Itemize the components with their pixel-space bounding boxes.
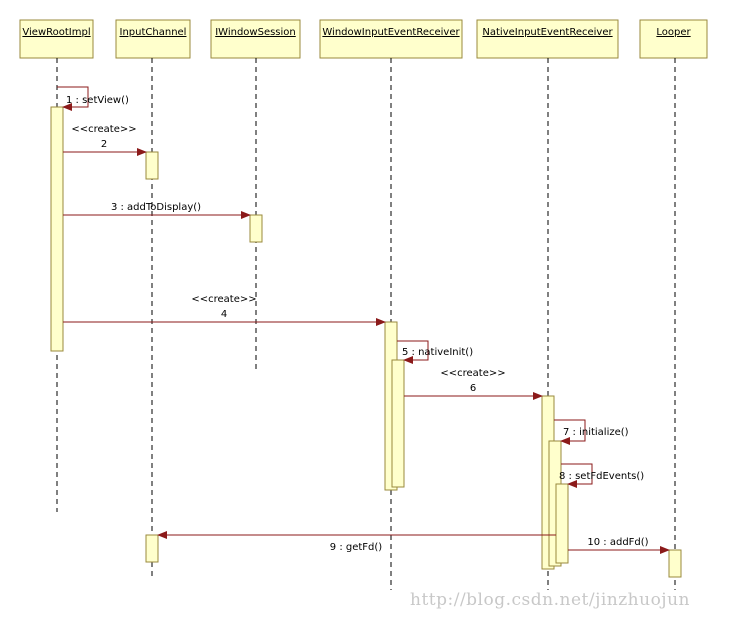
message-stereotype: <<create>> xyxy=(191,294,256,305)
message-label: 1 : setView() xyxy=(66,95,129,106)
message-label: 8 : setFdEvents() xyxy=(559,471,644,482)
message-label: 6 xyxy=(470,383,476,394)
message-8-setfdevents: 8 : setFdEvents() xyxy=(559,463,644,488)
activation-nativeinputeventreceiver-nested-2 xyxy=(555,483,569,564)
participant-label: Looper xyxy=(656,27,691,38)
message-4-create-windowinputeventreceiver: <<create>> 4 xyxy=(63,294,386,326)
message-label: 4 xyxy=(221,309,227,320)
message-label: 5 : nativeInit() xyxy=(402,347,473,358)
message-1-setview: 1 : setView() xyxy=(57,86,129,111)
message-stereotype: <<create>> xyxy=(440,368,505,379)
message-10-addfd: 10 : addFd() xyxy=(568,537,670,554)
message-5-nativeinit: 5 : nativeInit() xyxy=(397,340,473,364)
participant-label: WindowInputEventReceiver xyxy=(322,27,460,38)
message-2-create-inputchannel: <<create>> 2 xyxy=(63,124,147,156)
activation-inputchannel-1 xyxy=(145,151,159,180)
message-stereotype: <<create>> xyxy=(71,124,136,135)
participant-windowinputeventreceiver: WindowInputEventReceiver xyxy=(319,19,463,59)
message-label: 2 xyxy=(101,139,107,150)
participant-looper: Looper xyxy=(639,19,708,59)
participant-inputchannel: InputChannel xyxy=(115,19,191,59)
activation-windowinputeventreceiver-nested xyxy=(391,359,405,488)
participant-label: InputChannel xyxy=(120,27,187,38)
activation-looper xyxy=(668,549,682,578)
activation-viewrootimpl xyxy=(50,106,64,352)
participant-label: ViewRootImpl xyxy=(22,27,90,38)
message-label: 7 : initialize() xyxy=(563,427,629,438)
participant-label: NativeInputEventReceiver xyxy=(482,27,613,38)
activation-iwindowsession xyxy=(249,214,263,243)
participant-viewrootimpl: ViewRootImpl xyxy=(19,19,94,59)
participant-iwindowsession: IWindowSession xyxy=(210,19,301,59)
message-9-getfd: 9 : getFd() xyxy=(157,531,556,553)
message-6-create-nativeinputeventreceiver: <<create>> 6 xyxy=(404,368,543,400)
activation-inputchannel-2 xyxy=(145,534,159,563)
message-label: 10 : addFd() xyxy=(587,537,648,548)
message-7-initialize: 7 : initialize() xyxy=(554,419,629,445)
message-label: 3 : addToDisplay() xyxy=(111,202,201,213)
participant-nativeinputeventreceiver: NativeInputEventReceiver xyxy=(476,19,619,59)
watermark-text: http://blog.csdn.net/jinzhuojun xyxy=(410,590,690,610)
message-label: 9 : getFd() xyxy=(330,542,383,553)
message-3-addtodisplay: 3 : addToDisplay() xyxy=(63,202,251,219)
participant-label: IWindowSession xyxy=(215,27,296,38)
